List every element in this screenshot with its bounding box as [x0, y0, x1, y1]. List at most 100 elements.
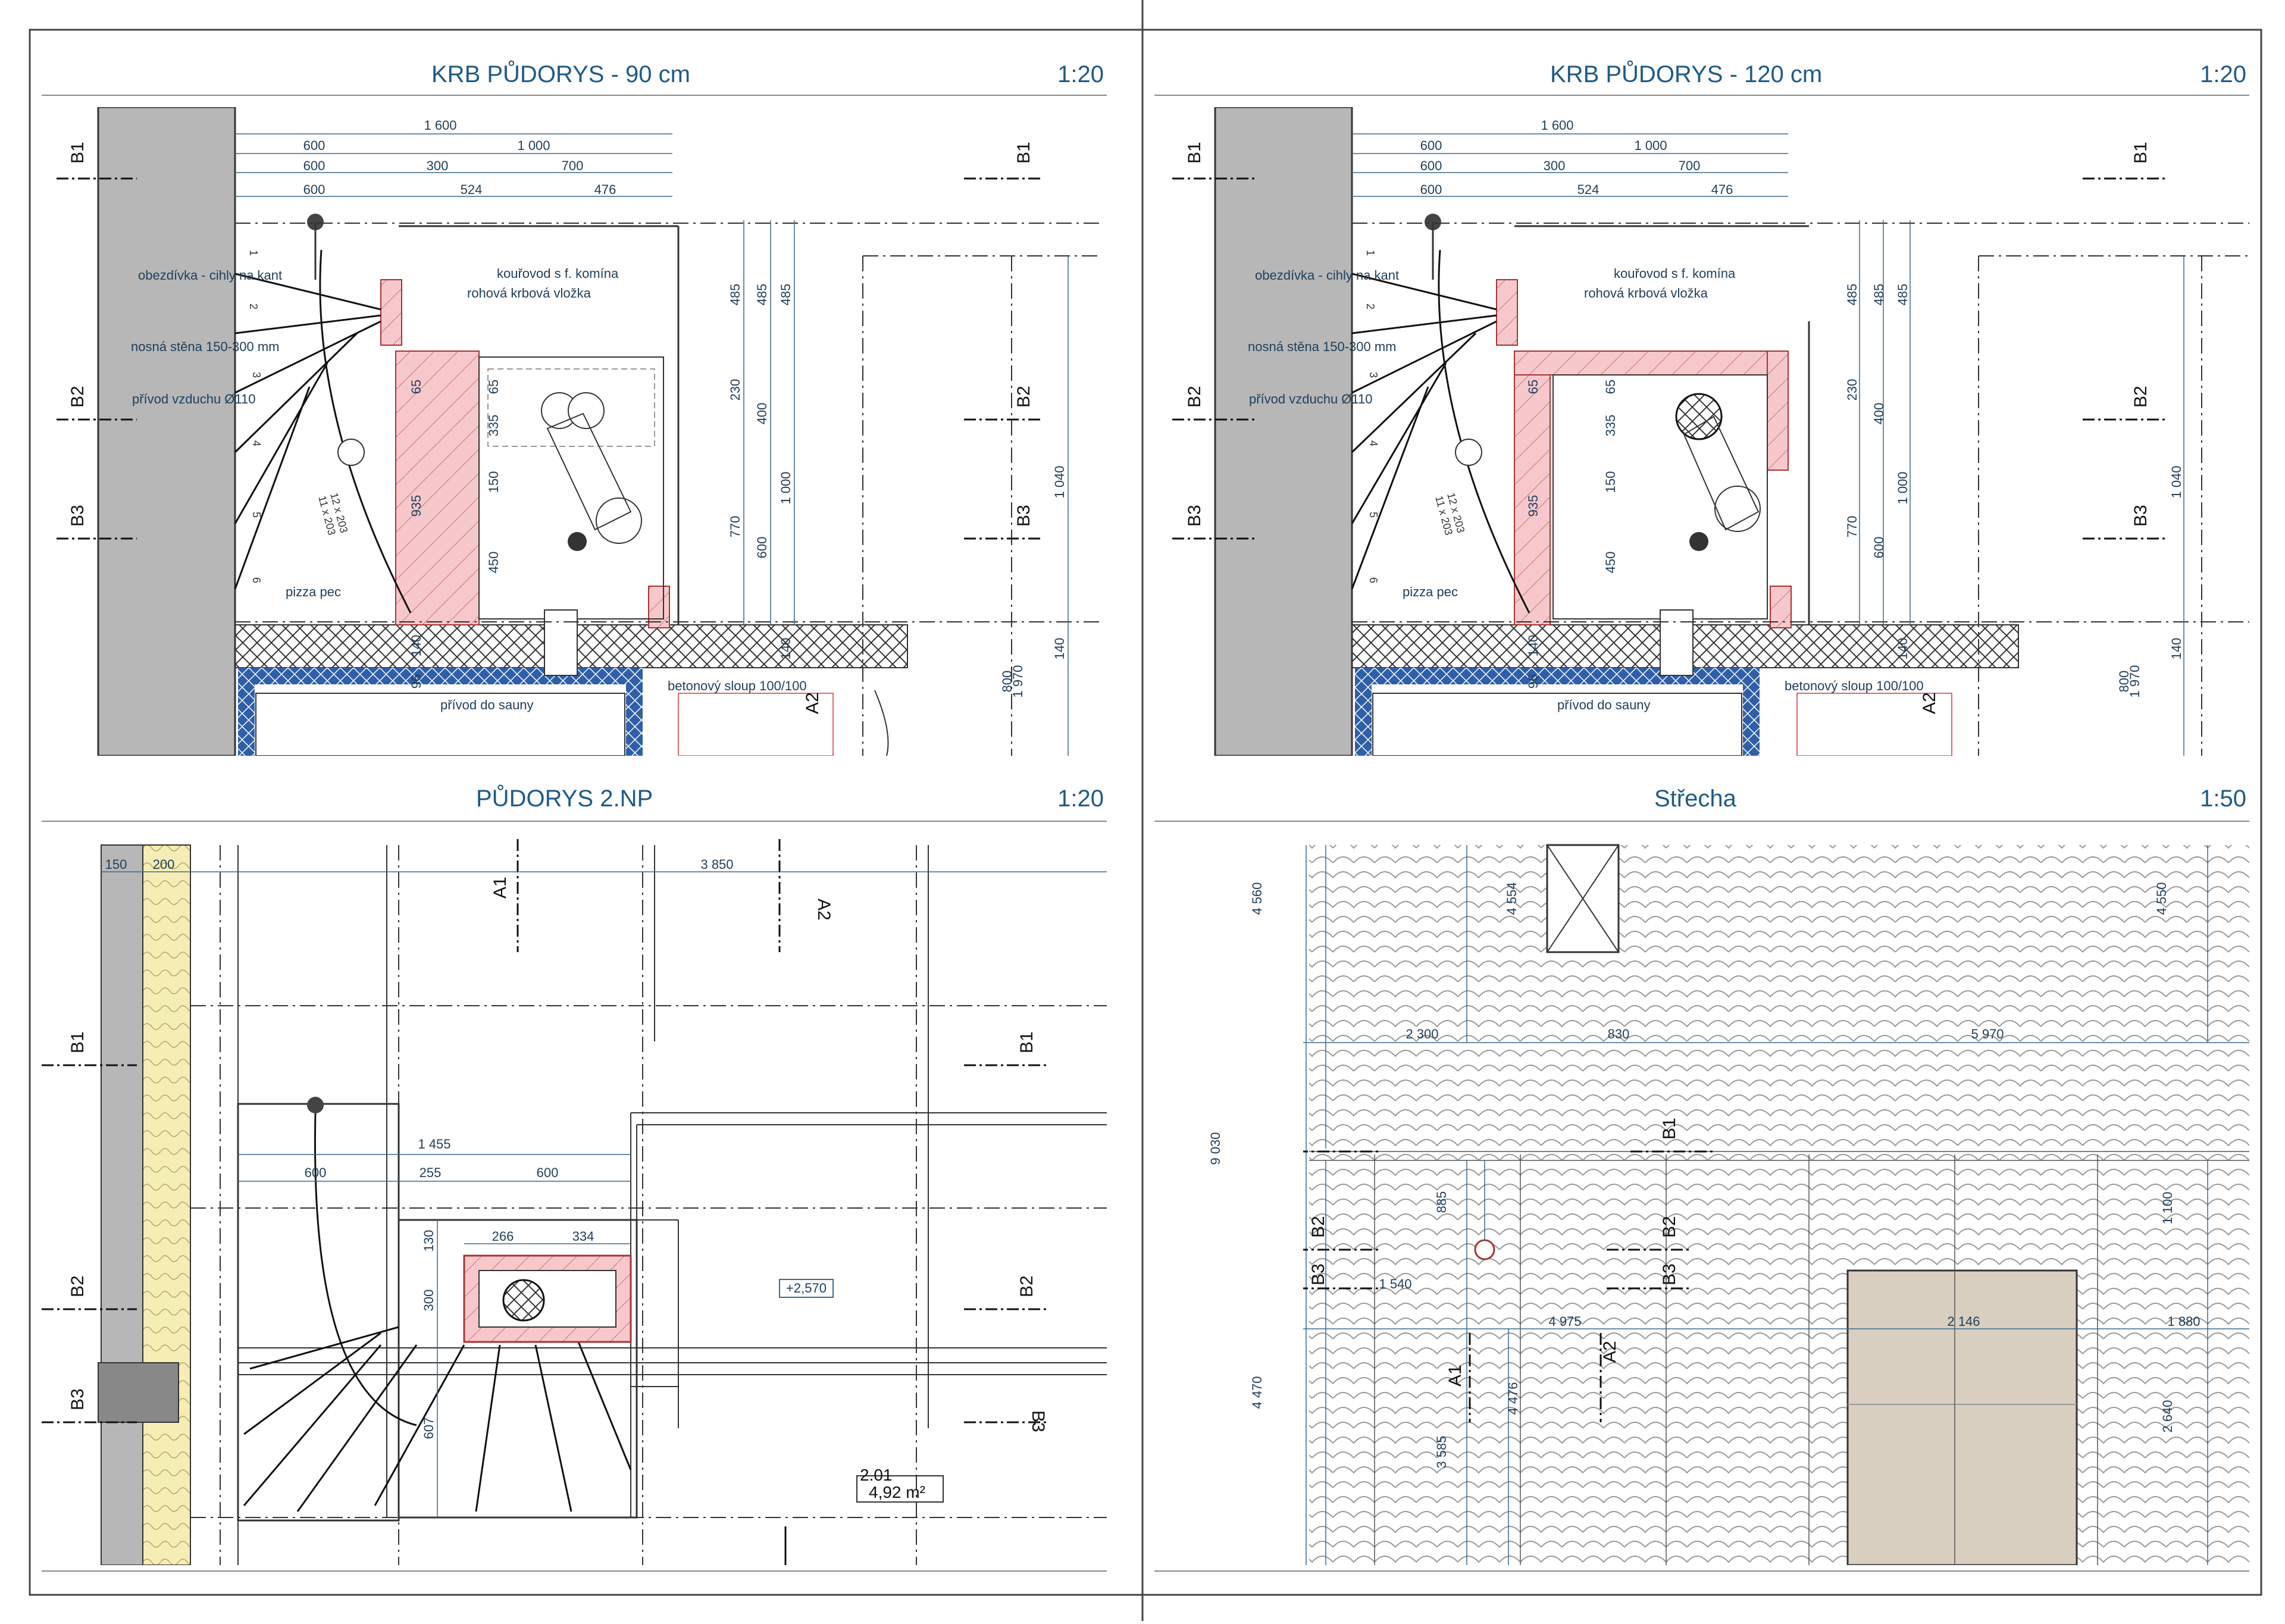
dim-label-roof: 4 975	[1548, 1314, 1581, 1329]
section-marker-b2: B2	[1185, 386, 1204, 408]
dim-label-krb90: 935	[409, 495, 424, 517]
dim-label-krb120: 600	[1420, 158, 1442, 173]
roof-plan	[1303, 844, 2249, 1565]
label-kourovod: kouřovod s f. komína	[497, 266, 619, 281]
dim-label-krb120: 1 600	[1541, 118, 1573, 133]
sheet-frame	[29, 29, 2262, 1596]
section-marker-b2: B2	[1660, 1216, 1679, 1238]
dim-label-krb120: 600	[1420, 138, 1442, 153]
dim-label-roof: 4 470	[1250, 1376, 1264, 1409]
section-marker-b2: B2	[68, 1275, 87, 1297]
dim-label-krb120: 150	[1603, 471, 1618, 493]
section-marker-a2: A2	[814, 899, 834, 921]
section-marker-b2: B2	[1014, 386, 1034, 408]
dim-label-np2: 1 455	[418, 1137, 450, 1151]
dim-label-krb120: 700	[1679, 158, 1701, 173]
section-marker-a2: A2	[803, 692, 822, 714]
dim-label-krb90: 65	[486, 380, 501, 394]
dim-label-roof: 1 540	[1379, 1276, 1411, 1291]
section-marker-b2: B2	[1017, 1275, 1037, 1297]
dim-label-krb90: 96	[409, 674, 424, 689]
stair-number: 4	[251, 440, 262, 446]
dim-label-krb120: 300	[1544, 158, 1566, 173]
dim-label-krb120: 140	[2169, 638, 2184, 660]
section-marker-b2: B2	[68, 386, 87, 408]
label-vlozka: rohová krbová vložka	[467, 286, 591, 301]
panel-title-krb120: KRB PŮDORYS - 120 cm	[1550, 61, 1823, 87]
section-marker-b2: B2	[1309, 1216, 1328, 1238]
dim-label-krb90: 485	[728, 284, 743, 306]
stair-number: 6	[1367, 577, 1379, 583]
dim-label-roof: 3 585	[1434, 1435, 1449, 1468]
section-marker-b1: B1	[1185, 142, 1204, 164]
label-privod-vzduchu: přívod vzduchu Ø110	[1249, 392, 1373, 406]
dim-label-np2: 200	[153, 857, 175, 872]
section-marker-b1: B1	[68, 1031, 87, 1053]
stair-number: 5	[1367, 512, 1379, 518]
krb-90-plan	[57, 107, 1101, 756]
section-marker-b3: B3	[1028, 1410, 1048, 1432]
dim-label-roof: 4 560	[1250, 882, 1264, 915]
stair-number: 1	[248, 250, 259, 256]
dim-label-roof: 4 476	[1505, 1382, 1520, 1415]
dim-label-krb120: 400	[1871, 403, 1886, 425]
dim-label-krb120: 65	[1603, 380, 1618, 394]
dim-label-krb90: 476	[594, 182, 616, 197]
label-betonovy-sloup: betonový sloup 100/100	[1785, 678, 1924, 693]
dim-label-roof: 830	[1608, 1027, 1630, 1041]
dim-label-np2: 300	[421, 1290, 436, 1312]
dim-label-krb90: 140	[778, 638, 793, 660]
stair-number: 3	[251, 372, 262, 378]
dim-label-krb120: 485	[1895, 284, 1910, 306]
dim-label-np2: 607	[421, 1418, 436, 1440]
dim-label-krb90: 140	[1052, 638, 1067, 660]
dim-label-np2: 600	[305, 1165, 327, 1180]
dim-label-krb90: 600	[303, 158, 325, 173]
section-marker-b3: B3	[1014, 505, 1034, 527]
dim-label-krb120: 140	[1895, 638, 1910, 660]
dim-label-roof: 2 146	[1947, 1314, 1980, 1329]
dim-label-krb120: 1 000	[1895, 471, 1910, 504]
dim-label-roof: 1 880	[2167, 1314, 2200, 1329]
dim-label-krb120: 476	[1711, 182, 1733, 197]
dim-label-krb120: 485	[1845, 284, 1860, 306]
dim-label-krb120: 65	[1526, 380, 1541, 394]
section-marker-b1: B1	[68, 142, 87, 164]
dim-label-krb120: 524	[1577, 182, 1600, 197]
dim-label-roof: 1 100	[2160, 1191, 2175, 1224]
section-marker-b3: B3	[1185, 505, 1204, 527]
dim-label-roof: 9 030	[1208, 1132, 1223, 1165]
label-privod-vzduchu: přívod vzduchu Ø110	[132, 392, 256, 406]
section-marker-b1: B1	[1660, 1118, 1679, 1140]
dim-label-krb120: 1 040	[2169, 465, 2184, 498]
label-obezdivka: obezdívka - cihly na kant	[1255, 268, 1399, 283]
dim-label-np2: 600	[537, 1165, 559, 1180]
section-marker-b2: B2	[2131, 386, 2151, 408]
dim-label-krb90: 485	[755, 284, 769, 306]
section-marker-b3: B3	[1660, 1263, 1679, 1285]
panel-title-np2: PŮDORYS 2.NP	[476, 786, 653, 812]
dim-label-krb120: 600	[1420, 182, 1442, 197]
dim-label-roof: 2 300	[1406, 1027, 1438, 1041]
dim-label-krb120: 600	[1871, 537, 1886, 559]
dim-label-krb90: 65	[409, 380, 424, 394]
stair-number: 2	[248, 303, 259, 309]
dim-label-np2: 266	[492, 1229, 514, 1244]
dim-label-np2: 150	[105, 857, 127, 872]
label-nosna-stena: nosná stěna 150-300 mm	[131, 339, 280, 354]
dim-label-roof: 2 640	[2160, 1400, 2175, 1432]
dim-label-np2: 255	[420, 1165, 442, 1180]
section-marker-b1: B1	[2131, 142, 2151, 164]
dim-label-roof: 885	[1434, 1191, 1449, 1213]
section-marker-a2: A2	[1600, 1341, 1620, 1363]
section-marker-a2: A2	[1920, 692, 1939, 714]
dim-label-krb90: 524	[461, 182, 483, 197]
dim-label-krb90: 300	[427, 158, 449, 173]
label-vlozka: rohová krbová vložka	[1584, 286, 1708, 301]
level-mark: +2,570	[786, 1281, 827, 1296]
dim-label-krb90: 1 000	[517, 138, 550, 153]
label-privod-do-sauny: přívod do sauny	[440, 697, 534, 712]
dim-label-np2: 130	[421, 1230, 436, 1252]
dim-label-krb90: 485	[778, 284, 793, 306]
